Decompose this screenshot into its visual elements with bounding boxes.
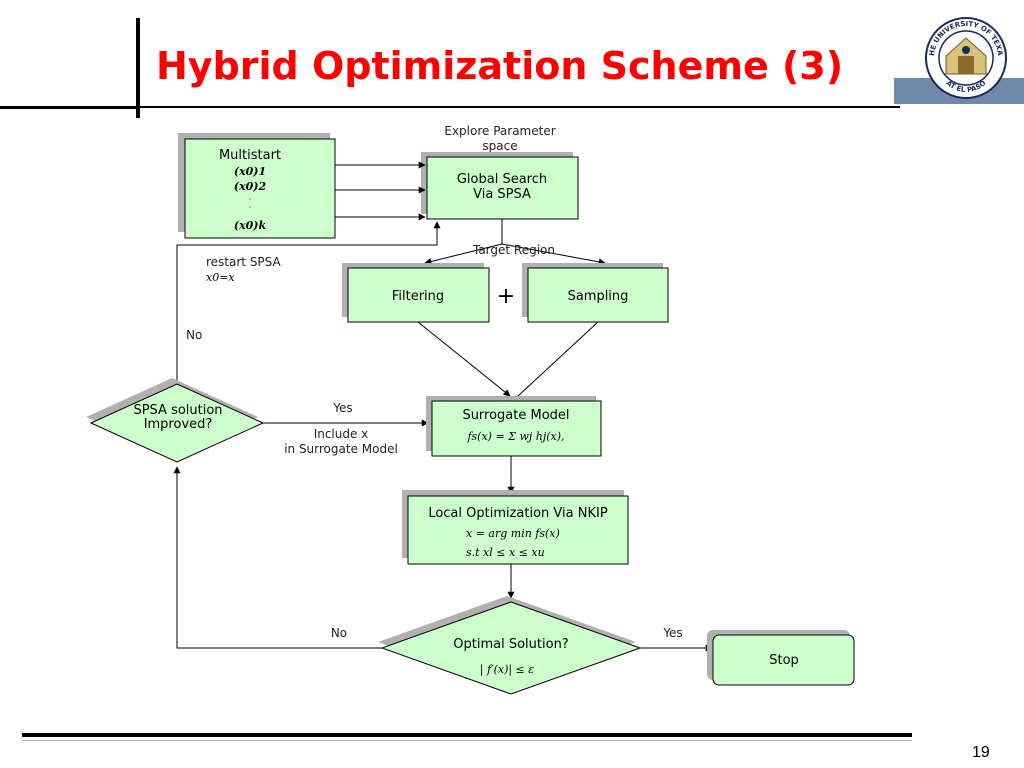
localopt-line2: s.t xl ≤ x ≤ xu xyxy=(466,546,545,559)
spsa-improved-line2: Improved? xyxy=(144,417,213,432)
restart-loop-line xyxy=(176,221,441,383)
footer-rule-thin xyxy=(22,740,912,741)
sampling-label: Sampling xyxy=(568,289,629,304)
multistart-ellipsis-dot: · xyxy=(249,195,252,204)
no-label-left: No xyxy=(186,328,202,342)
sampling-box xyxy=(527,267,669,323)
global-search-line2: Via SPSA xyxy=(473,187,531,202)
title-left-rule xyxy=(0,106,140,109)
plus-sign: + xyxy=(497,284,515,309)
include-line2: in Surrogate Model xyxy=(284,442,398,456)
title-vertical-bar xyxy=(136,18,140,118)
localopt-title: Local Optimization Via NKIP xyxy=(428,506,608,521)
surrogate-box xyxy=(431,400,602,457)
localopt-box xyxy=(407,495,629,565)
optimal-formula: | f′(x)| ≤ ε xyxy=(480,663,534,677)
optimal-solution-diamond xyxy=(380,601,642,695)
spsa-improved-line1: SPSA solution xyxy=(133,403,222,418)
stop-box xyxy=(712,634,855,686)
yes-label-bottom: Yes xyxy=(662,626,682,640)
surrogate-title: Surrogate Model xyxy=(462,408,569,423)
target-region-label: Target Region xyxy=(472,243,555,257)
page-number: 19 xyxy=(972,744,990,761)
university-seal-logo: THE UNIVERSITY OF TEXAS AT EL PASO xyxy=(924,16,1007,99)
arrow-sampling-to-surrogate xyxy=(517,321,599,397)
footer-rule xyxy=(22,733,912,737)
optimal-title: Optimal Solution? xyxy=(453,637,568,652)
spsa-improved-diamond xyxy=(89,383,265,463)
yes-label-mid: Yes xyxy=(332,401,352,415)
title-underline xyxy=(140,106,900,108)
explore-label-line2: space xyxy=(482,139,517,153)
localopt-line1: x = arg min fs(x) xyxy=(466,527,560,540)
filtering-label: Filtering xyxy=(392,289,444,304)
no-loop-line xyxy=(173,466,382,649)
no-label-bottom: No xyxy=(331,626,347,640)
stop-label: Stop xyxy=(769,653,799,668)
global-search-line1: Global Search xyxy=(457,172,547,187)
multistart-item-2: (x0)2 xyxy=(234,180,267,193)
multistart-item-1: (x0)1 xyxy=(234,165,266,178)
multistart-item-k: (x0)k xyxy=(234,219,267,232)
restart-label-line1: restart SPSA xyxy=(206,255,282,269)
arrow-to-filtering xyxy=(424,243,503,265)
multistart-box xyxy=(184,138,336,239)
global-search-box xyxy=(426,156,579,220)
multistart-title: Multistart xyxy=(219,148,281,163)
arrow-filtering-to-surrogate xyxy=(417,321,511,397)
explore-label-line1: Explore Parameter xyxy=(444,124,555,138)
multistart-ellipsis-dot: · xyxy=(249,203,252,212)
surrogate-formula: fs(x) = Σ wj hj(x), xyxy=(466,430,564,443)
restart-label-line2: x0=x xyxy=(206,271,235,284)
filtering-box xyxy=(347,267,490,323)
slide-title: Hybrid Optimization Scheme (3) xyxy=(156,44,844,88)
include-line1: Include x xyxy=(314,427,369,441)
arrow-to-sampling xyxy=(501,243,606,266)
